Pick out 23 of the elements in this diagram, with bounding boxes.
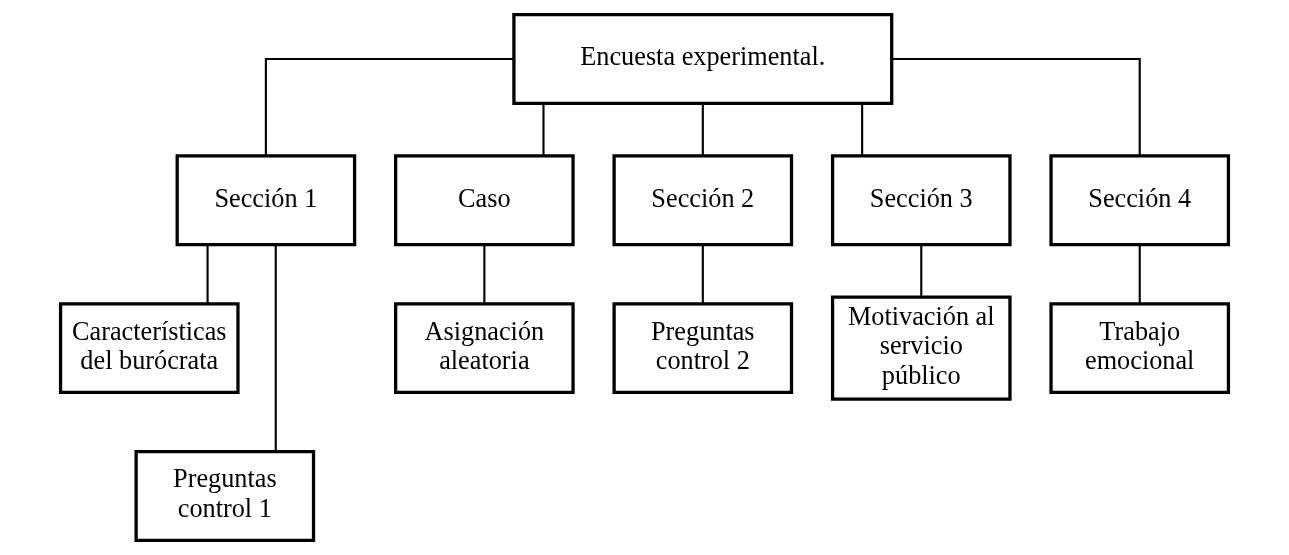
node-box: Preguntas control 2	[612, 302, 794, 395]
node-box: Preguntas control 1	[134, 449, 316, 542]
connector	[920, 244, 923, 298]
connector	[206, 244, 209, 304]
node-box: Características del burócrata	[58, 302, 240, 395]
connector	[701, 103, 704, 156]
node-box: Trabajo emocional	[1049, 302, 1231, 395]
connector	[1138, 244, 1141, 304]
connector	[264, 57, 514, 156]
node-box: Sección 2	[612, 154, 794, 247]
node-box: Sección 4	[1049, 154, 1231, 247]
connector	[861, 103, 864, 156]
node-box: Motivación al servicio público	[830, 295, 1012, 401]
connector	[274, 245, 277, 452]
node-box: Sección 3	[830, 154, 1012, 247]
connector	[891, 57, 1141, 156]
node-box: Caso	[394, 154, 575, 247]
connector	[483, 244, 486, 304]
node-box: Encuesta experimental.	[512, 13, 894, 106]
node-box: Sección 1	[175, 154, 357, 247]
connector	[542, 103, 545, 156]
node-box: Asignación aleatoria	[394, 302, 575, 395]
connector	[701, 244, 704, 304]
